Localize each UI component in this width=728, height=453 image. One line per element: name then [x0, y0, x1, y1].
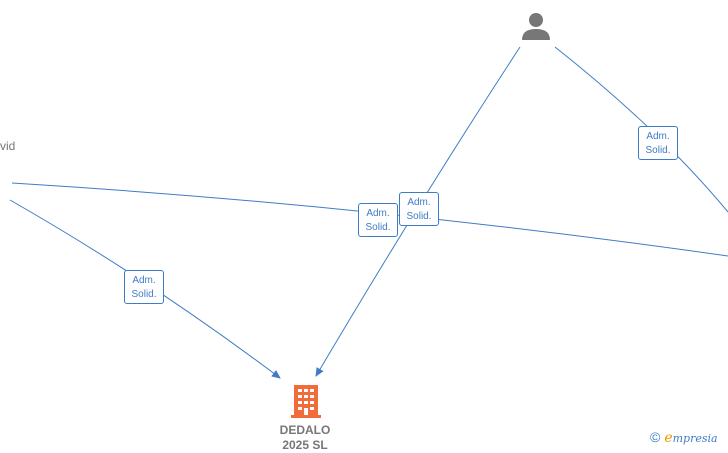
- brand-watermark: ©empresia: [650, 429, 718, 446]
- relation-label[interactable]: Adm. Solid.: [124, 270, 164, 304]
- copyright-symbol: ©: [650, 429, 661, 445]
- building-icon[interactable]: [290, 383, 322, 419]
- company-name[interactable]: DEDALO 2025 SL: [279, 423, 331, 452]
- relation-label[interactable]: Adm. Solid.: [358, 203, 398, 237]
- brand-logo-text: mpresia: [672, 432, 718, 445]
- relation-label[interactable]: Adm. Solid.: [638, 126, 678, 160]
- relation-label[interactable]: Adm. Solid.: [399, 192, 439, 226]
- brand-logo-initial: e: [664, 430, 673, 446]
- partial-person-name[interactable]: vid: [0, 139, 16, 153]
- person-icon[interactable]: [520, 10, 552, 42]
